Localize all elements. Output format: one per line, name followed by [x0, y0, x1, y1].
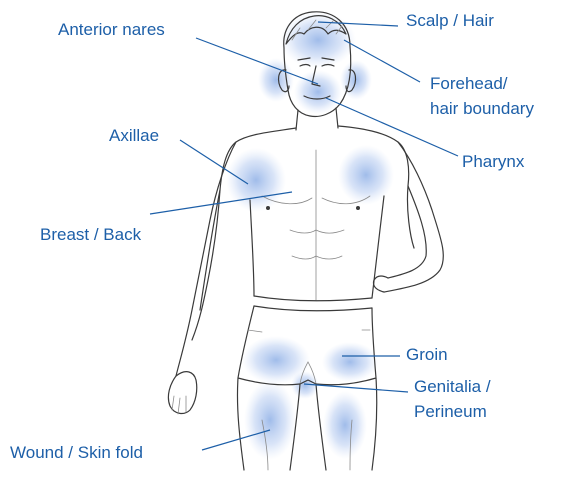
label-wound-skin-fold: Wound / Skin fold [10, 443, 143, 462]
label-genitalia-line-2: Perineum [414, 402, 487, 421]
highlight-right-thigh [323, 391, 367, 459]
label-genitalia-line-1: Genitalia / [414, 377, 491, 396]
leader-genitalia [304, 384, 408, 392]
label-anterior-nares: Anterior nares [58, 20, 165, 39]
label-groin: Groin [406, 345, 448, 364]
highlight-right-groin [322, 342, 378, 382]
label-pharynx: Pharynx [462, 152, 525, 171]
highlight-right-axilla [338, 145, 394, 205]
label-forehead-line-2: hair boundary [430, 99, 534, 118]
label-scalp-hair: Scalp / Hair [406, 11, 494, 30]
label-forehead-line-1: Forehead/ [430, 74, 508, 93]
highlight-left-thigh [244, 380, 296, 460]
highlight-face [294, 70, 342, 114]
label-breast-back: Breast / Back [40, 225, 142, 244]
label-axillae: Axillae [109, 126, 159, 145]
highlight-regions [226, 12, 394, 460]
